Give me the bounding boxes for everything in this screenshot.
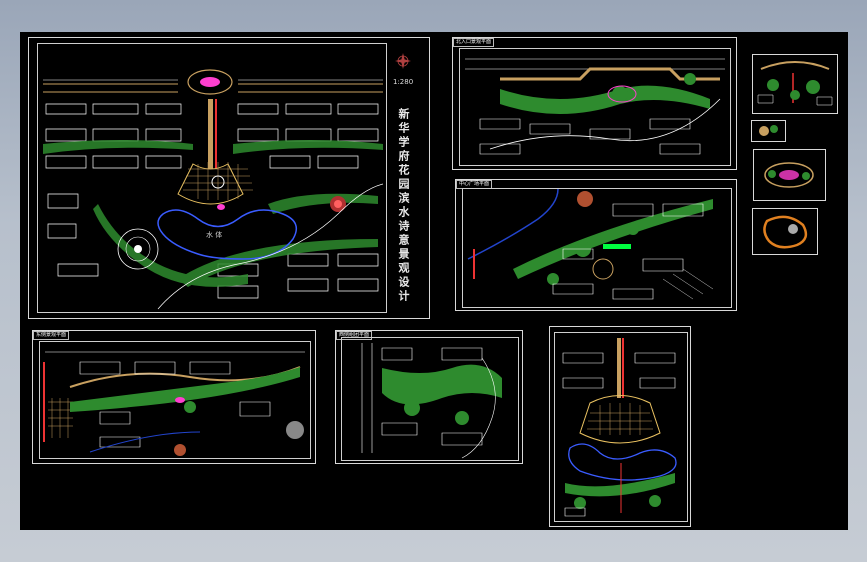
sheet-label: 西侧组团平面 <box>336 331 373 340</box>
main-plan-frame: 水 体 <box>37 43 387 313</box>
cad-drawing-canvas[interactable]: 水 体 1:280 新华学府花园滨水诗意景观设计 北入口景观平面 <box>20 32 848 530</box>
sheet-frame <box>459 48 731 166</box>
thumb-plan-1 <box>757 61 833 106</box>
sheet-central-plaza[interactable]: 中心广场平面 <box>455 179 737 311</box>
thumb-sheet-1[interactable] <box>752 54 838 114</box>
sheet-east-landscape[interactable]: 东侧景观平面 <box>32 330 316 464</box>
sheet-frame <box>554 332 688 522</box>
sheet-west-cluster[interactable]: 西侧组团平面 <box>335 330 523 464</box>
sheet-north-entrance[interactable]: 北入口景观平面 <box>452 37 737 170</box>
thumb-sheet-3[interactable] <box>753 149 826 201</box>
compass-rose-icon <box>395 53 411 69</box>
west-cluster-plan <box>361 343 502 459</box>
central-landscape-plan <box>562 338 677 517</box>
sheet-label: 北入口景观平面 <box>453 38 495 47</box>
main-plan-sheet[interactable]: 水 体 1:280 新华学府花园滨水诗意景观设计 <box>28 37 430 319</box>
thumb-plan-2 <box>759 125 778 136</box>
north-entrance-plan <box>465 58 725 155</box>
sheet-frame <box>341 337 519 461</box>
central-plaza-plan <box>467 189 714 300</box>
thumb-sheet-4[interactable] <box>752 208 818 255</box>
sheet-central-landscape[interactable] <box>549 326 691 527</box>
sheet-frame <box>39 341 311 459</box>
thumb-sheet-2[interactable] <box>751 120 786 142</box>
thumb-plan-3 <box>764 162 814 188</box>
sheet-frame <box>462 188 732 308</box>
lake-label: 水 体 <box>206 230 222 239</box>
main-site-plan: 水 体 <box>43 69 384 310</box>
east-landscape-plan <box>43 351 305 456</box>
sheet-label: 东侧景观平面 <box>33 331 70 340</box>
main-title: 新华学府花园滨水诗意景观设计 <box>397 108 410 304</box>
scale-label: 1:280 <box>393 78 414 86</box>
thumb-plan-4 <box>763 215 808 249</box>
